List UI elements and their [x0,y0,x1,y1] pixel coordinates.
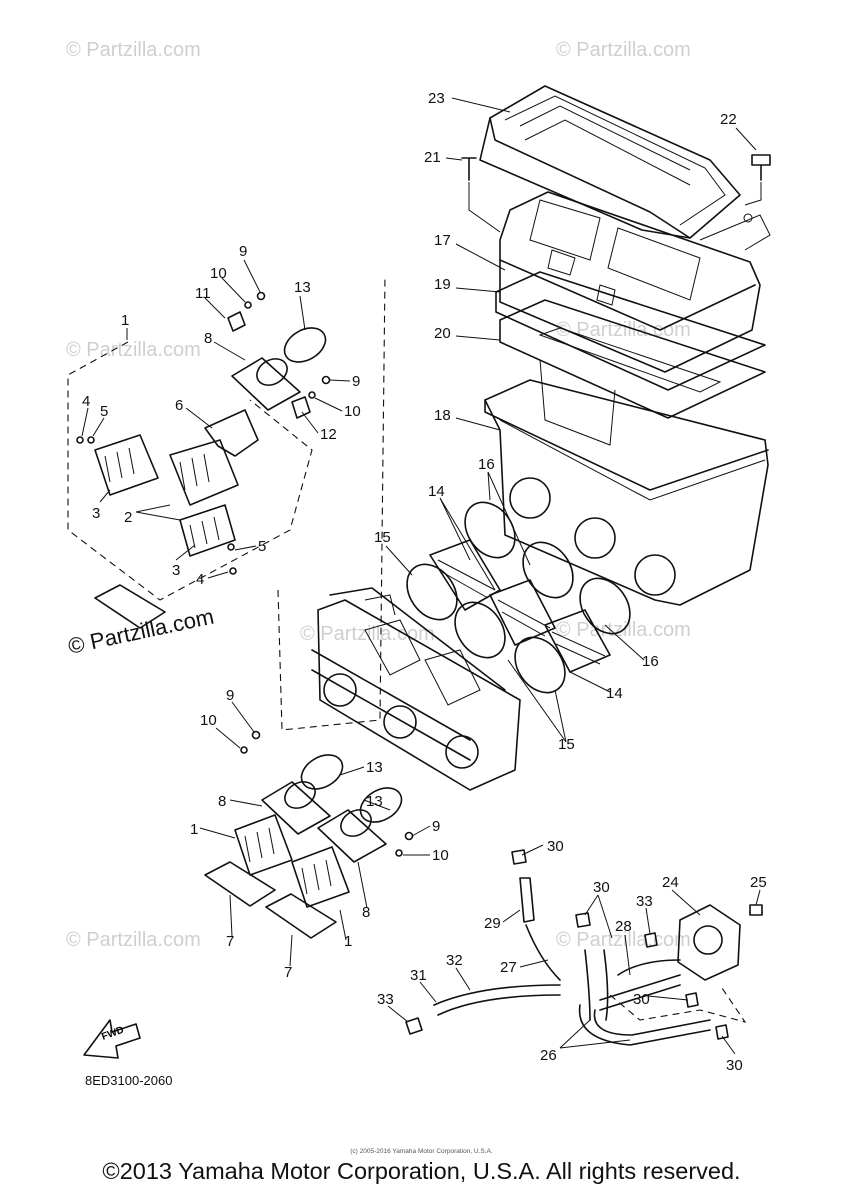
callout-label: 31 [410,967,427,984]
air-box-lower-case [484,359,769,606]
callout-label: 28 [615,918,632,935]
reed-valve-group-upper [76,291,331,629]
callout-label: 13 [366,759,383,776]
callout-label: 10 [200,712,217,729]
reference-code: 8ED3100-2060 [85,1073,172,1088]
callout-label: 8 [204,330,212,347]
callout-label: 9 [352,373,360,390]
callout-label: 17 [434,232,451,249]
callout-label: 33 [636,893,653,910]
callout-label: 11 [195,285,211,302]
callout-label: 5 [258,538,266,555]
callout-label: 27 [500,959,517,976]
callout-label: 8 [362,904,370,921]
callout-label: 9 [226,687,234,704]
callout-label: 5 [100,403,108,420]
air-box-upper-case [499,191,771,373]
callout-label: 9 [239,243,247,260]
fine-print: (c) 2005-2016 Yamaha Motor Corporation, … [350,1148,493,1155]
watermark-text: © Partzilla.com [66,929,201,951]
watermark-text: © Partzilla.com [66,339,201,361]
callout-label: 26 [540,1047,557,1064]
callout-label: 25 [750,874,767,891]
callout-label: 8 [218,793,226,810]
callout-label: 22 [720,111,737,128]
callout-label: 4 [196,571,204,588]
watermark-main: © Partzilla.com [66,604,216,659]
callout-label: 13 [366,793,383,810]
callout-label: 10 [210,265,227,282]
callout-label: 14 [606,685,623,702]
leader-lines [81,97,761,1055]
callout-label: 23 [428,90,445,107]
callout-label: 16 [642,653,659,670]
callout-label: 30 [633,991,650,1008]
callout-label: 30 [593,879,610,896]
watermark-text: © Partzilla.com [556,39,691,61]
callout-label: 14 [428,483,445,500]
watermark-text: © Partzilla.com [66,39,201,61]
callout-label: 13 [294,279,311,296]
air-box-gasket [495,271,766,391]
carb-group-frame [277,274,386,731]
callout-label: 24 [662,874,679,891]
callout-label: 1 [344,933,352,950]
callout-label: 21 [424,149,441,166]
callout-label: 19 [434,276,451,293]
air-filter-case-cover [479,85,741,239]
callout-label: 7 [284,964,292,981]
callout-label: 3 [92,505,100,522]
callout-label: 12 [320,426,337,443]
callout-label: 9 [432,818,440,835]
air-filter-element [499,299,766,419]
callout-label: 15 [558,736,575,753]
callout-numbers: 23 22 21 17 19 20 18 16 14 15 16 14 15 9… [82,90,767,1074]
callout-label: 16 [478,456,495,473]
fuel-pump-assembly [405,849,763,1046]
callout-label: 6 [175,397,183,414]
callout-label: 3 [172,562,180,579]
callout-label: 2 [124,509,132,526]
callout-label: 1 [121,312,129,329]
carburetor-assembly [311,587,521,791]
callout-label: 20 [434,325,451,342]
reed-valve-group-lower [204,730,414,939]
callout-label: 4 [82,393,90,410]
callout-label: 30 [726,1057,743,1074]
copyright-footer: ©2013 Yamaha Motor Corporation, U.S.A. A… [102,1158,741,1184]
callout-label: 29 [484,915,501,932]
callout-label: 7 [226,933,234,950]
callout-label: 32 [446,952,463,969]
reed-valve-group-frame [67,341,313,601]
callout-label: 15 [374,529,391,546]
carburetor-joints [406,501,631,694]
forward-direction-arrow: FWD [83,1019,141,1059]
callout-label: 33 [377,991,394,1008]
callout-label: 18 [434,407,451,424]
callout-label: 10 [344,403,361,420]
air-filter-case-assembly [461,85,771,606]
watermark-layer: © Partzilla.com © Partzilla.com © Partzi… [66,39,691,951]
bolt-22 [751,154,771,181]
callout-label: 10 [432,847,449,864]
screw-21 [461,157,477,181]
callout-label: 30 [547,838,564,855]
watermark-text: © Partzilla.com [556,319,691,341]
callout-label: 1 [190,821,198,838]
